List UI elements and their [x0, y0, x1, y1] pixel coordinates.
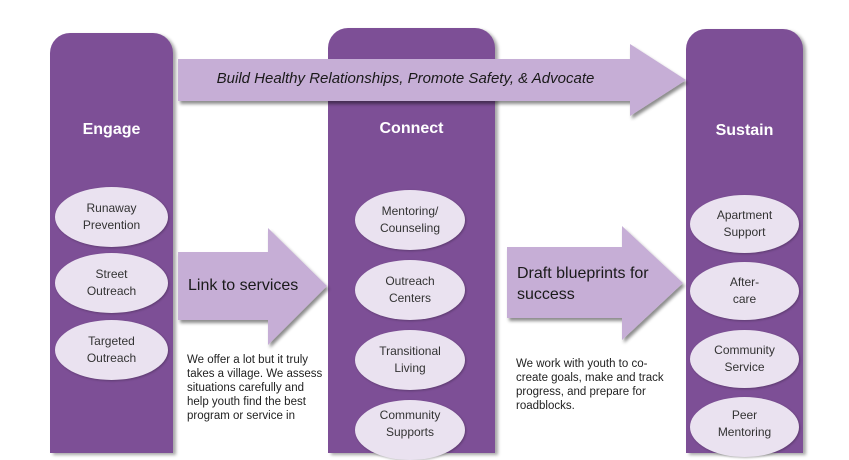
sustain-title: Sustain [715, 122, 774, 139]
oval-line: Support [723, 225, 766, 239]
banner-arrow [178, 44, 686, 345]
oval-line: Runaway [86, 201, 137, 215]
oval-line: Peer [731, 408, 758, 422]
oval-line: Outreach [86, 284, 137, 298]
oval-mentoring-counseling: Mentoring/Counseling [355, 190, 465, 250]
oval-line: Supports [385, 425, 435, 439]
oval-line: After- [729, 275, 760, 289]
link-arrow-shape [178, 228, 327, 345]
oval-line: Mentoring/ [381, 204, 439, 218]
draft-description: We work with youth to co-create goals, m… [516, 358, 664, 412]
link-arrow-label: Link to services [188, 277, 299, 294]
oval-line: Service [724, 360, 765, 374]
oval-line: Centers [388, 291, 431, 305]
oval-line: Mentoring [717, 425, 772, 439]
banner-arrow-shape [178, 44, 686, 116]
oval-line: Counseling [379, 221, 441, 235]
oval-line: Targeted [88, 334, 135, 348]
oval-line: Living [394, 361, 426, 375]
banner-label: Build Healthy Relationships, Promote Saf… [216, 70, 595, 87]
connect-title: Connect [379, 120, 444, 137]
oval-aftercare: After-care [690, 262, 799, 320]
oval-line: Outreach [86, 351, 137, 365]
oval-line: Community [379, 408, 441, 422]
oval-line: Prevention [82, 218, 141, 232]
link-description: We offer a lot but it truly takes a vill… [187, 354, 323, 422]
oval-line: Community [714, 343, 775, 357]
engage-title: Engage [82, 121, 141, 138]
draft-arrow-shape [507, 226, 683, 340]
oval-line: care [732, 292, 757, 306]
oval-line: Outreach [385, 274, 435, 288]
oval-line: Transitional [379, 344, 441, 358]
oval-line: Apartment [716, 208, 773, 222]
oval-line: Street [95, 267, 128, 281]
draft-arrow-label: Draft blueprints for success [517, 265, 649, 303]
